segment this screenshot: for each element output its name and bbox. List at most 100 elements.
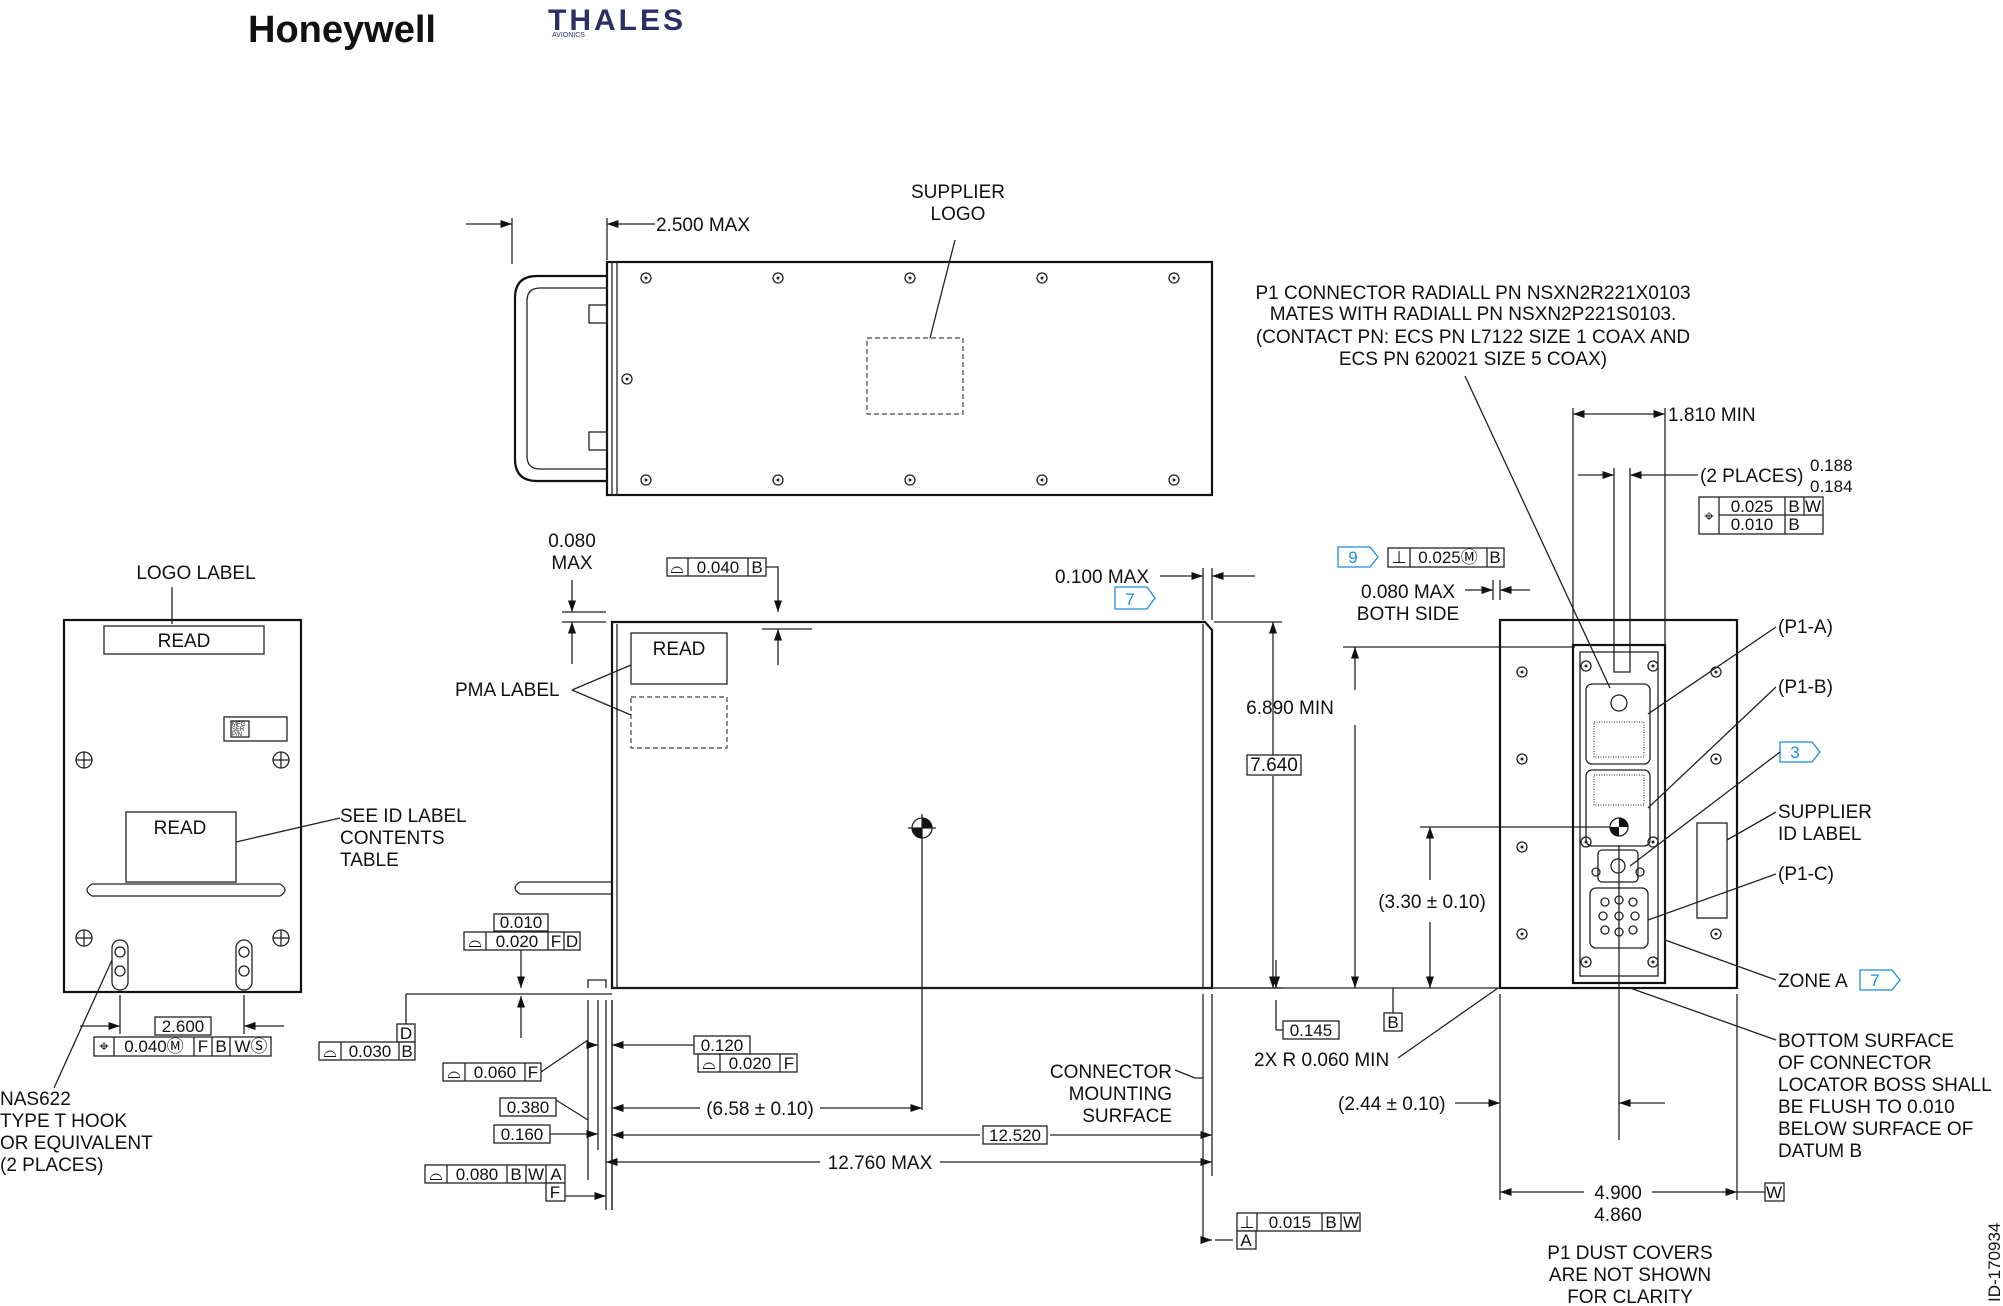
dust-line2: ARE NOT SHOWN <box>1549 1265 1711 1286</box>
bottom-note-line1: BOTTOM SURFACE <box>1778 1031 1954 1052</box>
fcf-pos-rear-d2: W <box>1805 497 1821 516</box>
front-read-mid: READ <box>154 818 207 839</box>
fcf-0015-val: 0.015 <box>1269 1213 1312 1232</box>
thales-avionics-logo: AVIONICS <box>552 32 585 39</box>
fcf-0010: 0.010 <box>500 913 543 932</box>
fcf-0030-d: B <box>401 1042 412 1061</box>
two-places: (2 PLACES) <box>1700 466 1803 487</box>
fcf-0060-sym: ⌓ <box>447 1063 460 1082</box>
top-view: 2.500 MAX SUPPLIER LOGO <box>466 182 1214 497</box>
dim-7640-box <box>1246 754 1302 776</box>
dim-0080-line2: MAX <box>551 553 593 574</box>
conn-mount-line3: SURFACE <box>1082 1106 1172 1127</box>
fcf-0060-f: ⌓ 0.060 F <box>442 1039 589 1082</box>
datum-w-box <box>1764 1182 1785 1202</box>
fcf-pos-rear-d3: B <box>1788 515 1799 534</box>
datum-f: F <box>550 1183 560 1202</box>
dim-6890-min: 6.890 MIN <box>1246 698 1334 719</box>
p1a-label: (P1-A) <box>1778 617 1833 638</box>
side-view-chassis <box>610 620 1214 990</box>
dim-0080-line1: 0.080 <box>548 531 596 552</box>
top-view-screws <box>621 272 1180 486</box>
dim-2500-max: 2.500 MAX <box>656 215 750 236</box>
supplier-id-line2: ID LABEL <box>1778 824 1861 845</box>
see-id-line2: CONTENTS <box>340 828 445 849</box>
dim-0380-box <box>499 1097 557 1117</box>
fcf-top-val: 0.040 <box>697 558 740 577</box>
connector-note-line4: ECS PN 620021 SIZE 5 COAX) <box>1339 349 1607 370</box>
fcf-front-position: ⌖ 0.040Ⓜ F B WⓈ <box>93 1036 272 1057</box>
bottom-note-line5: BELOW SURFACE OF <box>1778 1119 1973 1140</box>
fcf-0020-fd: ⌓ 0.020 F D <box>463 931 581 951</box>
zone-a-label: ZONE A <box>1778 971 1848 992</box>
connector-note-line2: MATES WITH RADIALL PN NSXN2P221S0103. <box>1270 304 1677 325</box>
fcf-0010-box <box>493 913 549 932</box>
dust-line1: P1 DUST COVERS <box>1547 1243 1712 1264</box>
fcf-perp-sym: ⊥ <box>1392 548 1407 567</box>
dim-1810-min: 1.810 MIN <box>1668 405 1756 426</box>
fcf-0080-d3: A <box>550 1165 562 1184</box>
front-read-top: READ <box>158 631 211 652</box>
fcf-front-d2: B <box>215 1037 226 1056</box>
fcf-0020b-d: F <box>784 1054 794 1073</box>
datum-a: A <box>1240 1231 1252 1250</box>
supplier-logo-area <box>866 337 964 415</box>
fcf-pos-rear-sym: ⌖ <box>1704 507 1714 526</box>
radius-note: 2X R 0.060 MIN <box>1254 1050 1389 1071</box>
fcf-0020-d2: D <box>566 932 578 951</box>
dim-4860: 4.860 <box>1594 1205 1642 1226</box>
mini-label-ser: SER <box>232 727 245 733</box>
fcf-front-d1: F <box>198 1037 208 1056</box>
dim-0188: 0.188 <box>1810 456 1853 475</box>
fcf-0015-d2: W <box>1343 1213 1359 1232</box>
front-handle <box>86 883 286 897</box>
fcf-perp-d: B <box>1489 548 1500 567</box>
dim-2600-box <box>154 1016 212 1036</box>
hook-line3: OR EQUIVALENT <box>0 1133 153 1154</box>
dust-line3: FOR CLARITY <box>1567 1287 1693 1306</box>
hook-line4: (2 PLACES) <box>0 1155 103 1176</box>
fcf-0020-sym: ⌓ <box>468 932 481 951</box>
p1c-label: (P1-C) <box>1778 864 1834 885</box>
dim-0380: 0.380 <box>507 1098 550 1117</box>
note-9-flag <box>1337 546 1379 568</box>
fcf-0020-d1: F <box>551 932 561 951</box>
side-read: READ <box>653 639 706 660</box>
fcf-front-val: 0.040Ⓜ <box>124 1037 184 1056</box>
fcf-0015-d1: B <box>1325 1213 1336 1232</box>
bottom-note-line2: OF CONNECTOR <box>1778 1053 1932 1074</box>
datum-b: B <box>1387 1013 1398 1032</box>
dim-12520: 12.520 <box>989 1126 1041 1145</box>
supplier-logo-line1: SUPPLIER <box>911 182 1005 203</box>
fcf-0080-d1: B <box>510 1165 521 1184</box>
connector-note-line3: (CONTACT PN: ECS PN L7122 SIZE 1 COAX AN… <box>1256 327 1690 348</box>
pma-label-area <box>630 696 728 749</box>
logo-label-box <box>103 625 265 655</box>
conn-mount-line2: MOUNTING <box>1069 1084 1172 1105</box>
front-view-panel <box>62 618 303 994</box>
pma-read-label <box>630 632 728 685</box>
t-hooks <box>111 939 253 991</box>
p1b-label: (P1-B) <box>1778 677 1833 698</box>
bottom-note-line3: LOCATOR BOSS SHALL <box>1778 1075 1992 1096</box>
hook-line2: TYPE T HOOK <box>0 1111 127 1132</box>
front-panel-fasteners <box>75 751 290 947</box>
see-id-line3: TABLE <box>340 850 399 871</box>
fcf-0030-b: ⌓ 0.030 B <box>318 1041 416 1061</box>
top-view-handle <box>513 274 607 483</box>
fcf-0080-d2: W <box>528 1165 544 1184</box>
note-7-flag-side <box>1114 586 1156 610</box>
thales-logo: THALES <box>548 4 686 37</box>
supplier-logo-line2: LOGO <box>931 204 986 225</box>
dim-0100-max: 0.100 MAX <box>1055 567 1149 588</box>
fcf-0015-bw: ⊥ 0.015 B W <box>1236 1212 1361 1232</box>
note-3-flag <box>1779 741 1821 763</box>
connector-note: P1 CONNECTOR RADIALL PN NSXN2R221X0103 M… <box>1255 283 1691 689</box>
mini-label-pn: P/N <box>232 732 242 738</box>
note-9: 9 <box>1348 548 1357 567</box>
fcf-0080-sym: ⌓ <box>429 1165 442 1184</box>
note-3: 3 <box>1790 743 1799 762</box>
top-view-chassis <box>605 260 1214 497</box>
fcf-perp-rear: ⊥ 0.025Ⓜ B <box>1387 547 1505 568</box>
fcf-0030-val: 0.030 <box>349 1042 392 1061</box>
